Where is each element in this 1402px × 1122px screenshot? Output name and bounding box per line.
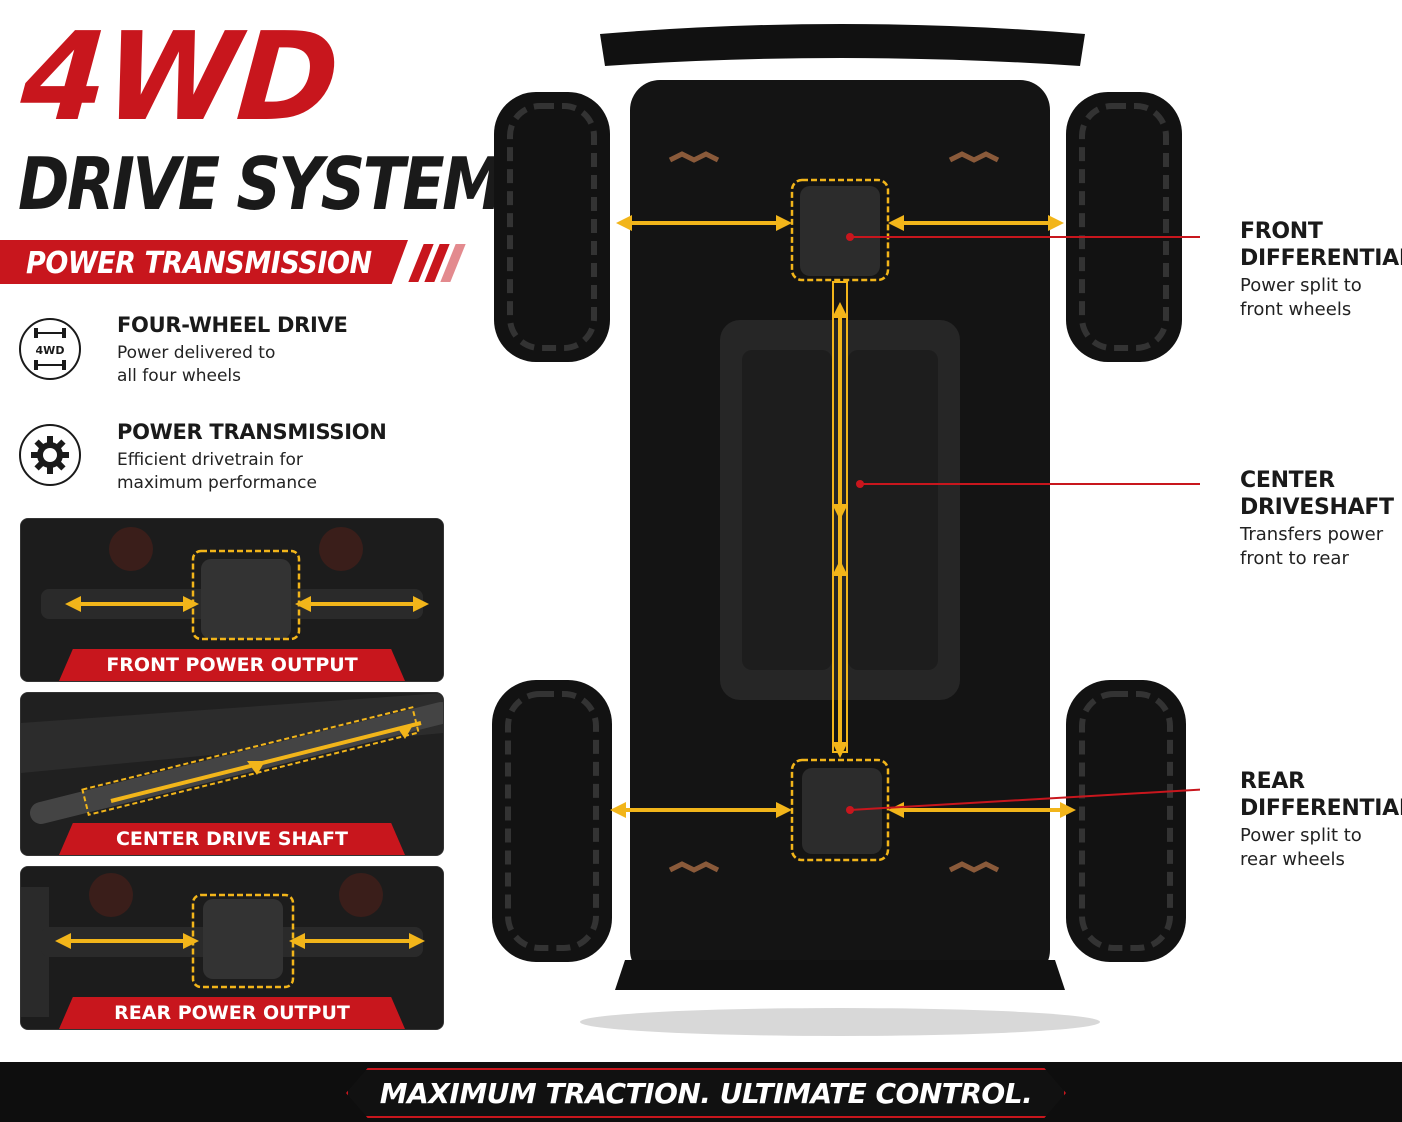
feature-title: POWER TRANSMISSION xyxy=(117,420,387,444)
front-right-tire xyxy=(1066,92,1182,362)
feature-desc: maximum performance xyxy=(117,473,317,493)
front-power-output-panel: FRONT POWER OUTPUT xyxy=(20,518,444,682)
panel-label: FRONT POWER OUTPUT xyxy=(59,649,405,681)
callout-rear-differential: REAR DIFFERENTIAL Power split to rear wh… xyxy=(1240,769,1402,870)
title-banner xyxy=(0,240,408,284)
callout-front-differential: FRONT DIFFERENTIAL Power split to front … xyxy=(1240,219,1402,320)
feature-desc: Efficient drivetrain for xyxy=(117,450,303,470)
rear-bumper xyxy=(615,960,1065,990)
gear-icon xyxy=(19,424,81,486)
rear-power-output-panel: REAR POWER OUTPUT xyxy=(20,866,444,1030)
panel-label: CENTER DRIVE SHAFT xyxy=(59,823,405,855)
feature-desc: Power delivered to xyxy=(117,343,276,363)
callout-center-driveshaft: CENTER DRIVESHAFT Transfers power front … xyxy=(1240,468,1394,569)
feature-title: FOUR-WHEEL DRIVE xyxy=(117,313,348,337)
callout-leader-center xyxy=(856,480,1200,488)
page-subtitle: DRIVE SYSTEM xyxy=(18,142,504,226)
callout-leader-front xyxy=(846,233,1200,241)
4wd-axle-icon: 4WD xyxy=(19,318,81,380)
center-drive-shaft-panel: CENTER DRIVE SHAFT xyxy=(20,692,444,856)
front-left-tire xyxy=(494,92,610,362)
footer-tagline: MAXIMUM TRACTION. ULTIMATE CONTROL. xyxy=(379,1076,1033,1110)
callout-leader-rear xyxy=(846,788,1200,814)
footer-badge: MAXIMUM TRACTION. ULTIMATE CONTROL. xyxy=(346,1068,1066,1118)
page-title: 4WD xyxy=(17,6,342,148)
panel-label: REAR POWER OUTPUT xyxy=(59,997,405,1029)
banner-label: POWER TRANSMISSION xyxy=(26,246,372,281)
front-bumper xyxy=(600,24,1085,66)
feature-desc: all four wheels xyxy=(117,366,241,386)
chassis-diagram xyxy=(492,24,1200,1036)
svg-text:4WD: 4WD xyxy=(36,344,65,357)
rear-left-tire xyxy=(492,680,612,962)
rear-differential xyxy=(802,768,882,854)
front-differential xyxy=(800,186,880,276)
rear-right-tire xyxy=(1066,680,1186,962)
